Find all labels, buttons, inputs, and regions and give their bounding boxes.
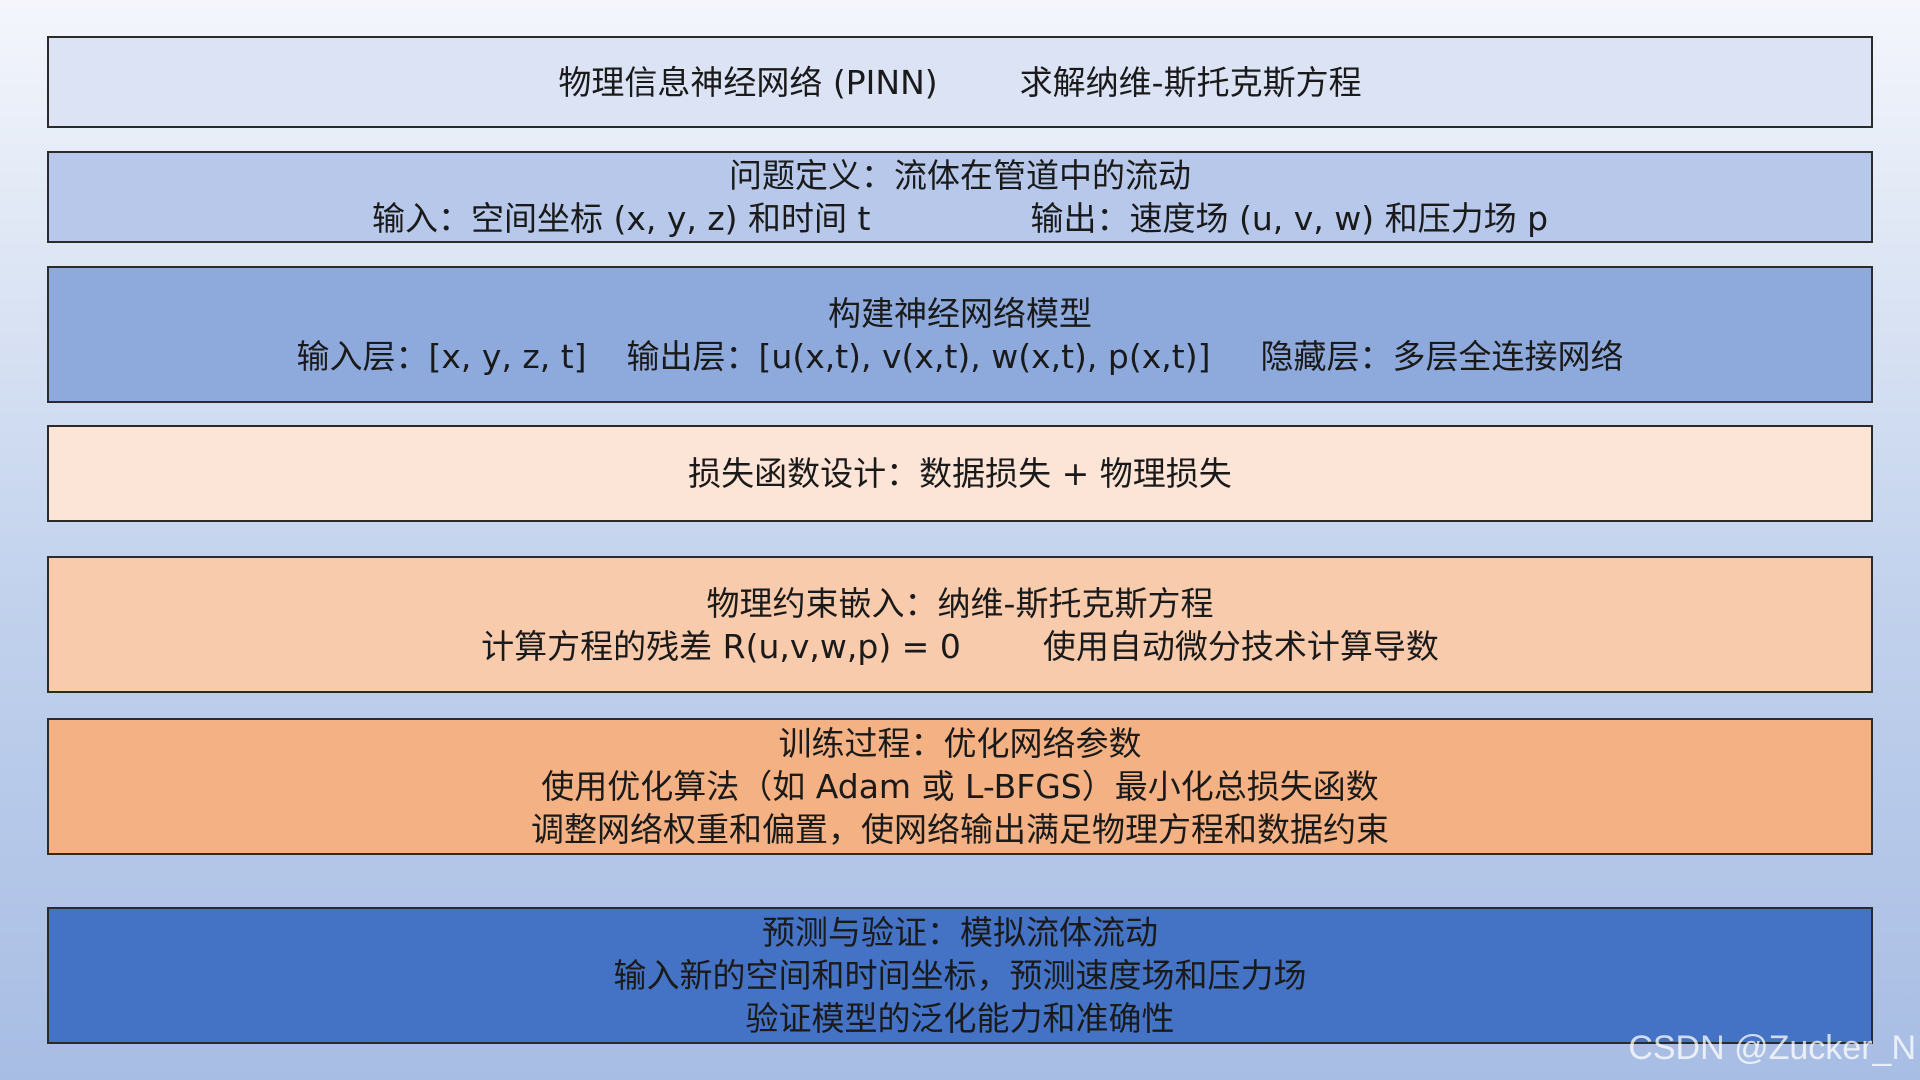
problem-io-row: 输入：空间坐标 (x, y, z) 和时间 t 输出：速度场 (u, v, w)… bbox=[372, 197, 1548, 240]
model-build-box: 构建神经网络模型 输入层：[x, y, z, t] 输出层：[u(x,t), v… bbox=[47, 266, 1873, 403]
problem-input-text: 输入：空间坐标 (x, y, z) 和时间 t bbox=[371, 199, 871, 238]
model-input-layer-text: 输入层：[x, y, z, t] bbox=[296, 336, 587, 376]
title-row: 物理信息神经网络 (PINN) 求解纳维-斯托克斯方程 bbox=[558, 61, 1361, 104]
loss-heading: 损失函数设计：数据损失 + 物理损失 bbox=[688, 454, 1232, 493]
problem-output-text: 输出：速度场 (u, v, w) 和压力场 p bbox=[1030, 199, 1549, 238]
model-hidden-layer-text: 隐藏层：多层全连接网络 bbox=[1260, 336, 1624, 376]
physics-constraint-box: 物理约束嵌入：纳维-斯托克斯方程 计算方程的残差 R(u,v,w,p) = 0 … bbox=[47, 556, 1873, 693]
problem-definition-box: 问题定义：流体在管道中的流动 输入：空间坐标 (x, y, z) 和时间 t 输… bbox=[47, 151, 1873, 243]
csdn-watermark: CSDN @Zucker_N bbox=[1628, 1029, 1916, 1067]
training-line-2: 调整网络权重和偏置，使网络输出满足物理方程和数据约束 bbox=[531, 810, 1389, 849]
physics-autodiff-text: 使用自动微分技术计算导数 bbox=[1042, 626, 1439, 666]
problem-heading: 问题定义：流体在管道中的流动 bbox=[729, 156, 1191, 195]
title-right-text: 求解纳维-斯托克斯方程 bbox=[1019, 62, 1362, 102]
training-process-box: 训练过程：优化网络参数 使用优化算法（如 Adam 或 L-BFGS）最小化总损… bbox=[47, 718, 1873, 855]
prediction-line-1: 输入新的空间和时间坐标，预测速度场和压力场 bbox=[613, 956, 1307, 995]
prediction-line-2: 验证模型的泛化能力和准确性 bbox=[745, 999, 1175, 1038]
physics-heading: 物理约束嵌入：纳维-斯托克斯方程 bbox=[706, 583, 1214, 623]
prediction-heading: 预测与验证：模拟流体流动 bbox=[762, 913, 1158, 952]
training-heading: 训练过程：优化网络参数 bbox=[778, 724, 1142, 763]
title-left-text: 物理信息神经网络 (PINN) bbox=[558, 62, 938, 102]
physics-residual-text: 计算方程的残差 R(u,v,w,p) = 0 bbox=[481, 626, 961, 666]
model-heading: 构建神经网络模型 bbox=[828, 293, 1092, 333]
title-box: 物理信息神经网络 (PINN) 求解纳维-斯托克斯方程 bbox=[47, 36, 1873, 128]
prediction-validation-box: 预测与验证：模拟流体流动 输入新的空间和时间坐标，预测速度场和压力场 验证模型的… bbox=[47, 907, 1873, 1044]
loss-design-box: 损失函数设计：数据损失 + 物理损失 bbox=[47, 425, 1873, 522]
model-layers-row: 输入层：[x, y, z, t] 输出层：[u(x,t), v(x,t), w(… bbox=[297, 335, 1624, 378]
physics-detail-row: 计算方程的残差 R(u,v,w,p) = 0 使用自动微分技术计算导数 bbox=[481, 625, 1439, 668]
training-line-1: 使用优化算法（如 Adam 或 L-BFGS）最小化总损失函数 bbox=[541, 767, 1379, 806]
model-output-layer-text: 输出层：[u(x,t), v(x,t), w(x,t), p(x,t)] bbox=[626, 336, 1211, 376]
